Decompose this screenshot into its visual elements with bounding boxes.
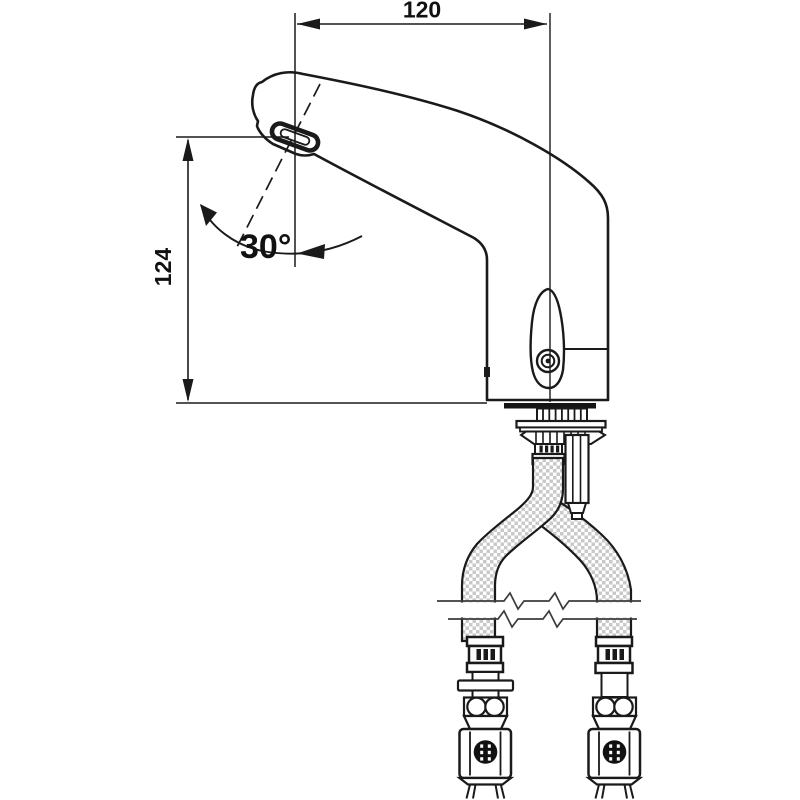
sensor-eye-outer [535,348,561,374]
crimp-band [594,635,634,648]
mounting-stud [564,433,590,520]
collar-band [465,661,505,674]
break-line-upper [437,591,641,611]
inlet-tube [465,784,506,799]
double-ball-section [462,696,509,718]
angle-label: 30° [240,228,291,266]
mounting-hardware [504,403,607,520]
faucet-body [250,70,610,402]
crimp-ferrule [596,644,632,665]
arrowhead-down [182,379,194,402]
dimension-width: 120 [294,0,551,402]
flow-axis-dashed-line [236,83,321,248]
break-lines [437,591,644,629]
break-gap-mask [448,602,644,618]
washer-flange [456,679,515,692]
sensor-eye-ring [540,353,556,369]
arrowhead-up [182,138,194,161]
angle-arc [200,204,363,255]
body-edge-tick [484,367,490,377]
bottom-chamfer [585,776,644,786]
arrowhead-right [524,18,547,30]
double-ball-section [591,696,638,718]
angle-annotation: 30° [200,83,363,266]
dimension-height-label: 124 [150,248,176,287]
arrowhead-left [297,18,320,30]
inlet-tube [594,784,635,799]
arc-arrowhead-right [297,244,325,259]
threaded-stubs [536,407,588,422]
check-valve-body [458,727,513,780]
bottom-chamfer [456,776,515,786]
mounting-flange [515,419,607,429]
dimension-width-label: 120 [403,0,441,23]
crimp-ferrule [467,644,503,665]
taper-neck [591,714,638,731]
sensor-teardrop [529,287,566,390]
base-plate [504,403,596,409]
neck [471,671,500,682]
check-valve-body [587,727,642,780]
faucet-silhouette [250,70,610,402]
taper-neck [462,714,509,731]
connector-left [456,635,515,799]
strainer [473,740,498,764]
connector-right [585,635,644,799]
sensor-window [529,287,566,390]
neck [600,672,629,698]
dimension-height: 124 [150,136,487,404]
castellated-nut [519,430,607,445]
sensor-eye-dot [545,358,551,364]
break-line-lower [448,609,637,629]
strainer [602,740,627,764]
aerator-outlet [269,121,321,153]
crimp-band [465,635,505,648]
collar-band [594,661,634,675]
arc-arrowhead-left [200,204,217,226]
